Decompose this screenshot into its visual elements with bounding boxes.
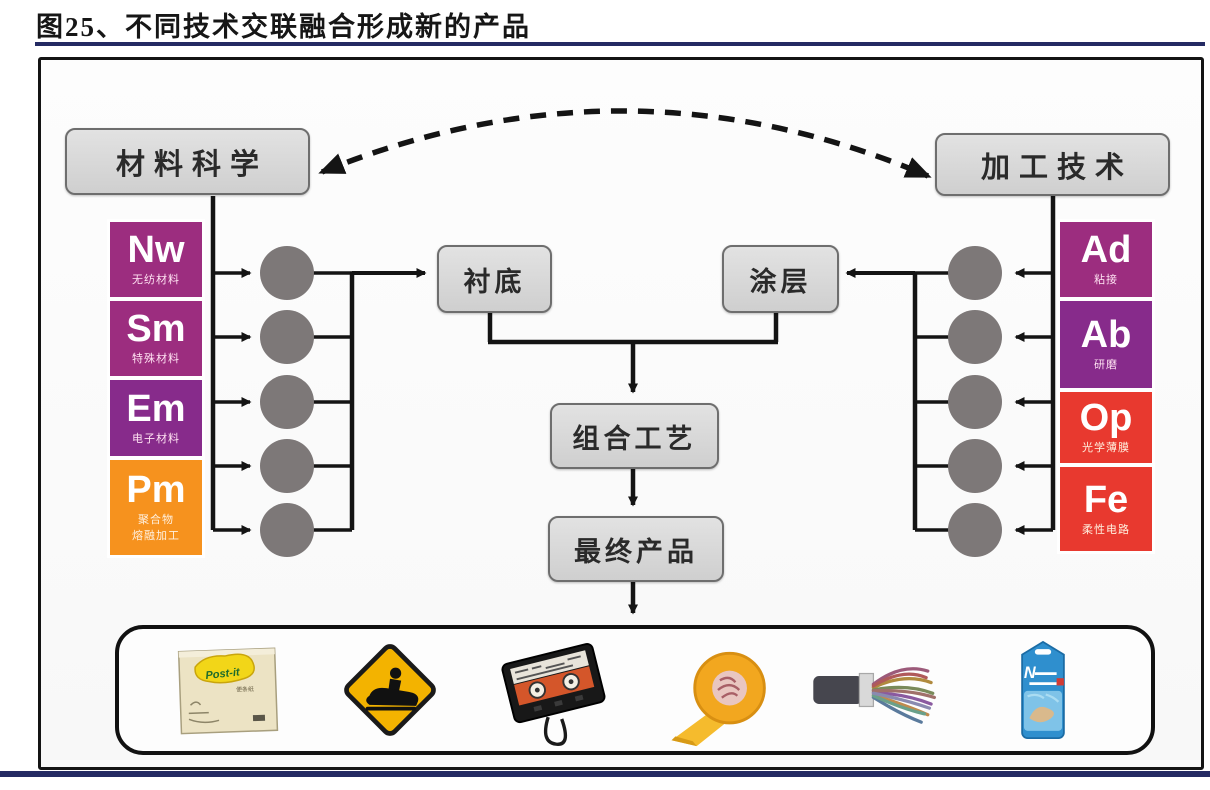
platform-name: 粘接 (1094, 274, 1118, 287)
platform-symbol: Nw (127, 229, 185, 272)
product-tape-roll (647, 631, 787, 749)
product-post-it: Post-it 便条纸 (157, 631, 297, 749)
product-cable (810, 631, 950, 749)
platform-name: 光学薄膜 (1082, 442, 1130, 455)
platform-symbol: Ab (1080, 314, 1132, 357)
product-cassette (483, 631, 623, 749)
platform-tile-em: Em 电子材料 (110, 380, 202, 456)
platform-symbol: Op (1079, 397, 1133, 440)
substrate-label: 衬底 (463, 266, 526, 297)
platform-name: 无纺材料 (132, 274, 180, 287)
platform-tile-pm: Pm 聚合物 熔融加工 (110, 460, 202, 555)
platform-tile-ad: Ad 粘接 (1060, 222, 1152, 297)
platform-tile-ab: Ab 研磨 (1060, 301, 1152, 388)
platform-symbol: Ad (1080, 229, 1132, 272)
combined-process-label: 组合工艺 (572, 423, 697, 454)
bottom-rule (0, 771, 1210, 777)
products-panel: Post-it 便条纸 (115, 625, 1155, 755)
product-bandage-pack: N (973, 631, 1113, 749)
title-underline (35, 42, 1205, 46)
processing-technology-label: 加工技术 (980, 151, 1133, 184)
processing-technology-box: 加工技术 (935, 133, 1170, 196)
platform-name-line2: 熔融加工 (132, 530, 180, 543)
platform-name: 电子材料 (132, 432, 180, 445)
platform-tile-nw: Nw 无纺材料 (110, 222, 202, 297)
platform-symbol: Sm (126, 308, 186, 351)
product-snowmobile-sign (320, 631, 460, 749)
coating-box: 涂层 (722, 245, 839, 313)
platform-name: 柔性电路 (1082, 523, 1130, 536)
snowmobile-sign-icon (344, 644, 436, 736)
substrate-box: 衬底 (437, 245, 552, 313)
figure-title: 图25、不同技术交联融合形成新的产品 (36, 12, 531, 42)
platform-tile-op: Op 光学薄膜 (1060, 392, 1152, 463)
platform-name: 特殊材料 (132, 353, 180, 366)
svg-text:Post-it: Post-it (205, 666, 242, 682)
platform-symbol: Fe (1083, 478, 1129, 521)
final-product-box: 最终产品 (548, 516, 724, 582)
cassette-tape-icon (501, 643, 606, 746)
platform-name: 研磨 (1094, 359, 1118, 372)
platform-symbol: Pm (126, 468, 186, 511)
combined-process-box: 组合工艺 (550, 403, 719, 469)
bandage-pack-icon: N (1021, 640, 1066, 740)
coating-label: 涂层 (749, 266, 812, 297)
final-product-label: 最终产品 (574, 536, 698, 567)
svg-text:N: N (1024, 664, 1037, 682)
platform-name: 聚合物 (138, 513, 174, 526)
materials-science-box: 材料科学 (65, 128, 310, 195)
multicore-cable-icon (813, 667, 936, 724)
post-it-notes-icon: Post-it 便条纸 (177, 647, 278, 735)
platform-tile-fe: Fe 柔性电路 (1060, 467, 1152, 551)
masking-tape-roll-icon (671, 651, 766, 747)
materials-science-label: 材料科学 (115, 148, 268, 181)
platform-symbol: Em (126, 387, 186, 430)
platform-tile-sm: Sm 特殊材料 (110, 301, 202, 376)
svg-text:便条纸: 便条纸 (236, 685, 254, 694)
